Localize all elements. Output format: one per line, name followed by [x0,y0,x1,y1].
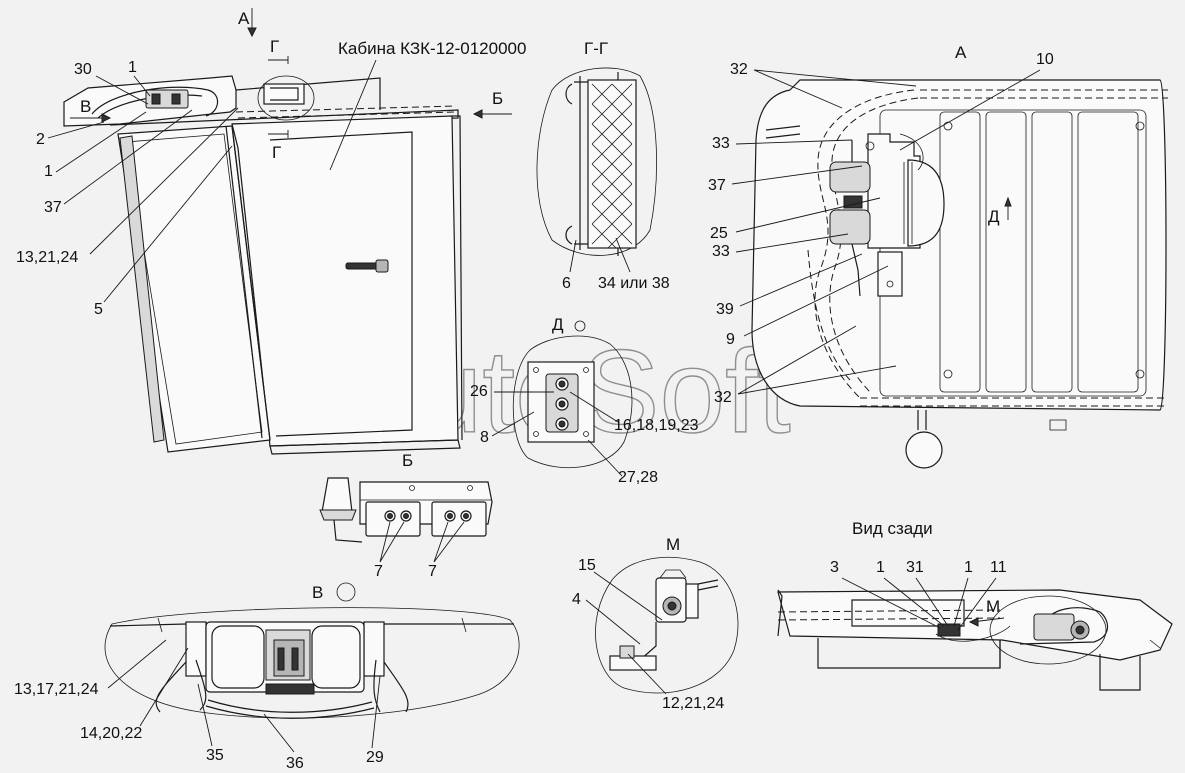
callout-3: 3 [830,559,839,576]
view-a-label: А [238,9,250,28]
view-m-arrow: М [986,597,1000,616]
view-b: Б [319,451,493,543]
view-d-title: Д [552,315,564,334]
view-d: Д [512,315,633,469]
callout-29: 29 [366,749,384,766]
callout-2: 2 [36,131,45,148]
callout-15: 15 [578,557,596,574]
callout-1c: 1 [876,559,885,576]
section-g-arrow-top: Г [270,37,279,56]
callout-35: 35 [206,747,224,764]
callout-8: 8 [480,429,489,446]
callout-33b: 33 [712,243,730,260]
section-g-arrow-bottom: Г [272,143,281,162]
view-v-arrow: В [80,97,91,116]
callout-36: 36 [286,755,304,772]
callout-16-18-19-23: 16,18,19,23 [614,417,699,434]
callout-26: 26 [470,383,488,400]
section-arrows-left: А Г Г В Б [70,8,512,162]
callout-14-20-22: 14,20,22 [80,725,142,742]
cabin-title: Кабина КЗК-12-0120000 [338,39,526,58]
callout-25: 25 [710,225,728,242]
section-gg: Г-Г [536,39,657,256]
view-a-top: А Д [751,43,1168,469]
view-v: В [104,582,520,719]
callout-37b: 37 [708,177,726,194]
callout-32a: 32 [730,61,748,78]
callout-32b: 32 [714,389,732,406]
callout-11: 11 [990,559,1007,576]
rear-view-title: Вид сзади [852,519,933,538]
callout-1d: 1 [964,559,973,576]
callout-1a: 1 [128,59,137,76]
cabin-side-view [63,75,463,455]
callout-7b: 7 [428,563,437,580]
callout-31: 31 [906,559,924,576]
callout-4: 4 [572,591,581,608]
callout-12-21-24: 12,21,24 [662,695,724,712]
callout-6: 6 [562,275,571,292]
callout-13-17-21-24: 13,17,21,24 [14,681,99,698]
view-m: М [595,535,739,694]
view-d-arrow: Д [988,207,1000,226]
callout-30: 30 [74,61,92,78]
callout-9: 9 [726,331,735,348]
callout-7a: 7 [374,563,383,580]
view-v-title: В [312,583,323,602]
callout-33a: 33 [712,135,730,152]
view-b-arrow: Б [492,89,503,108]
callout-39: 39 [716,301,734,318]
callout-5: 5 [94,301,103,318]
rear-view: Вид сзади [777,519,1173,691]
callout-1b: 1 [44,163,53,180]
callout-27-28: 27,28 [618,469,658,486]
section-gg-title: Г-Г [584,39,608,58]
callout-34-38: 34 или 38 [598,275,670,292]
callout-13-21-24: 13,21,24 [16,249,78,266]
callout-10: 10 [1036,51,1054,68]
callout-37a: 37 [44,199,62,216]
view-b-title: Б [402,451,413,470]
view-m-title: М [666,535,680,554]
view-a-title: А [955,43,967,62]
